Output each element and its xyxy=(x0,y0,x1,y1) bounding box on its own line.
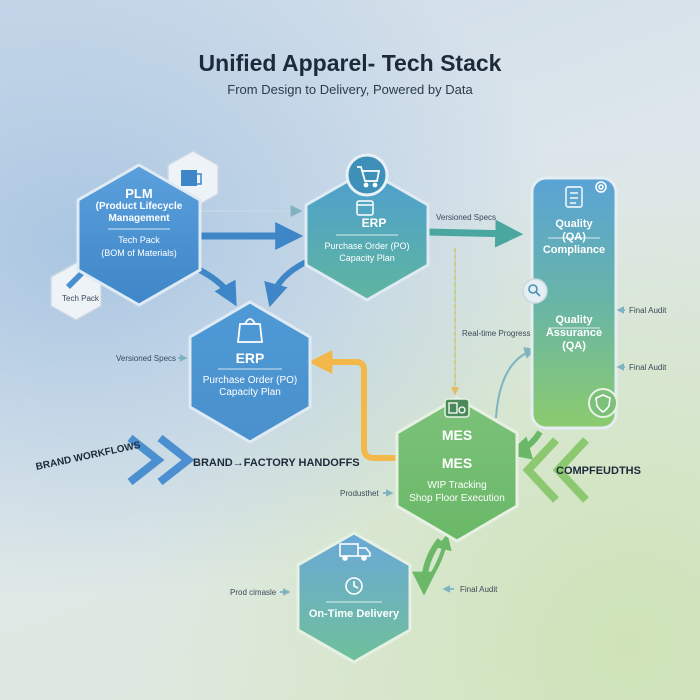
delivery-title: On-Time Delivery xyxy=(308,608,400,620)
product-sheet-label: Produsthet xyxy=(340,489,379,498)
prod-schedule-label: Prod cimasle xyxy=(230,588,277,597)
plm-subtitle-2: Management xyxy=(108,213,170,224)
cart-icon xyxy=(357,166,381,188)
plm-title: PLM xyxy=(125,186,153,201)
brand-chevron-2 xyxy=(157,434,195,486)
checklist-icon xyxy=(565,186,583,208)
qa-mid-line-3: (QA) xyxy=(562,340,586,352)
qa-top-line-1: Quality xyxy=(555,218,593,230)
diagram-subtitle: From Design to Delivery, Powered by Data xyxy=(227,82,473,97)
mes-title-2: MES xyxy=(441,455,473,471)
realtime-progress-label: Real-time Progress xyxy=(462,329,531,338)
gear-icon xyxy=(595,181,607,193)
truck-icon xyxy=(339,543,371,561)
versioned-specs-top-label: Versioned Specs xyxy=(436,213,497,222)
plm-bom: (BOM of Materials) xyxy=(101,248,177,258)
qa-top-line-3: Compliance xyxy=(542,244,606,256)
calendar-icon xyxy=(356,200,374,216)
plm-hex xyxy=(76,163,202,307)
search-icon xyxy=(528,284,541,297)
erp-top-po: Purchase Order (PO) xyxy=(324,241,410,251)
clock-icon xyxy=(345,577,363,595)
erp-mid-title: ERP xyxy=(235,350,265,366)
mes-hex xyxy=(395,396,519,543)
final-audit-label-2: Final Audit xyxy=(629,363,667,372)
mes-shop-floor: Shop Floor Execution xyxy=(409,493,505,504)
compliance-chevron-1 xyxy=(522,437,559,503)
compliance-banner-label: COMPFEUDTHS xyxy=(556,465,641,477)
pencil-icon xyxy=(66,271,84,289)
arrow-erp-top-to-erp-mid xyxy=(264,259,308,308)
erp-mid-hex xyxy=(188,300,312,444)
cube-icon xyxy=(181,170,202,186)
erp-top-capacity: Capacity Plan xyxy=(339,253,395,263)
factory-icon xyxy=(448,402,466,414)
erp-top-icon-circle xyxy=(345,153,389,197)
arrow-realtime-progress xyxy=(495,346,537,419)
compliance-chevron-2 xyxy=(552,437,589,503)
versioned-specs-left-label: Versioned Specs xyxy=(116,354,177,363)
handoffs-label: BRAND→FACTORY HANDOFFS xyxy=(193,457,360,469)
brand-chevron-1 xyxy=(127,434,165,486)
erp-mid-capacity: Capacity Plan xyxy=(219,387,281,398)
arrow-delivery-to-mes xyxy=(422,533,452,588)
arrow-qa-to-mes xyxy=(506,430,543,460)
final-audit-label-3: Final Audit xyxy=(460,585,498,594)
qa-top-line-2: (QA) xyxy=(562,231,586,243)
plm-subtitle-1: (Product Lifecycle xyxy=(95,201,183,212)
final-audit-label-1: Final Audit xyxy=(629,306,667,315)
tech-pack-badge-label: Tech Pack xyxy=(62,294,99,303)
mes-wip: WIP Tracking xyxy=(427,480,487,491)
shield-icon xyxy=(595,394,611,413)
erp-top-title: ERP xyxy=(361,216,387,230)
shield-badge xyxy=(588,388,618,418)
arrow-mes-to-erp-mid xyxy=(308,350,396,461)
qa-search-badge xyxy=(522,278,548,304)
mes-title-1: MES xyxy=(441,427,473,443)
erp-mid-po: Purchase Order (PO) xyxy=(202,375,298,386)
arrow-erp-to-qa xyxy=(425,219,524,248)
delivery-hex xyxy=(296,531,412,664)
garment-bag-icon xyxy=(236,318,264,343)
qa-mid-line-1: Quality xyxy=(555,314,593,326)
plm-tech-pack: Tech Pack xyxy=(118,235,160,245)
qa-mid-line-2: Assurance xyxy=(545,327,603,339)
diagram-title: Unified Apparel- Tech Stack xyxy=(198,50,502,76)
